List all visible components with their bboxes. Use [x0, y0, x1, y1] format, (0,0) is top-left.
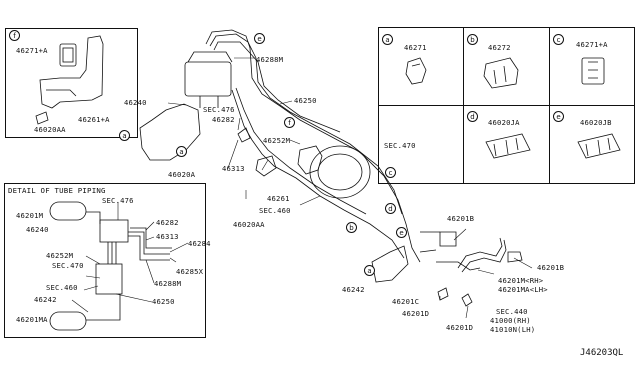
- detail-46288m: 46288M: [154, 279, 182, 288]
- legend-part-46271-a: 46271+A: [576, 40, 608, 49]
- legend-callout-e: e: [553, 111, 564, 122]
- label-46201ma-lh: 46201MA<LH>: [498, 285, 548, 294]
- callout-c-main: c: [385, 167, 396, 178]
- label-46020a: 46020A: [168, 170, 196, 179]
- label-46242: 46242: [342, 285, 365, 294]
- legend-part-46020jb: 46020JB: [580, 118, 612, 127]
- detail-title: DETAIL OF TUBE PIPING: [8, 186, 106, 195]
- detail-46285x: 46285X: [176, 267, 204, 276]
- label-46201m-rh: 46201M<RH>: [498, 276, 544, 285]
- detail-piping-art: [49, 201, 172, 331]
- legend-cell-e: [549, 105, 635, 184]
- label-46020aa-inset: 46020AA: [34, 125, 66, 134]
- detail-46284: 46284: [188, 239, 211, 248]
- callout-e-main: e: [254, 33, 265, 44]
- detail-46201m: 46201M: [16, 211, 44, 220]
- label-46252m: 46252M: [263, 136, 291, 145]
- detail-46313: 46313: [156, 232, 179, 241]
- label-46250: 46250: [294, 96, 317, 105]
- detail-sec460: SEC.460: [46, 283, 78, 292]
- legend-part-46272: 46272: [488, 43, 511, 52]
- label-46020aa: 46020AA: [233, 220, 265, 229]
- detail-46240: 46240: [26, 225, 49, 234]
- label-46288m: 46288M: [256, 55, 284, 64]
- legend-callout-c: c: [553, 34, 564, 45]
- callout-f-inset: f: [9, 30, 20, 41]
- label-46282: 46282: [212, 115, 235, 124]
- detail-46282: 46282: [156, 218, 179, 227]
- legend-part-46020ja: 46020JA: [488, 118, 520, 127]
- diagram-code: J46203QL: [580, 348, 624, 358]
- leader-lines: [71, 57, 533, 319]
- label-46201d-left: 46201D: [402, 309, 430, 318]
- label-41000-rh: 41000(RH): [490, 316, 531, 325]
- legend-callout-a: a: [382, 34, 393, 45]
- label-46201b-right: 46201B: [537, 263, 565, 272]
- label-46201c: 46201C: [392, 297, 420, 306]
- label-46240: 46240: [124, 98, 147, 107]
- legend-parts-art: [405, 57, 621, 159]
- callout-a-bottom: a: [364, 265, 375, 276]
- legend-callout-b: b: [467, 34, 478, 45]
- inset-f-bracket-art: [35, 35, 104, 125]
- label-46313: 46313: [222, 164, 245, 173]
- detail-46201ma: 46201MA: [16, 315, 48, 324]
- inset-f-box: [5, 28, 138, 138]
- legend-part-46271: 46271: [404, 43, 427, 52]
- label-sec440: SEC.440: [496, 307, 528, 316]
- label-46201b-upper: 46201B: [447, 214, 475, 223]
- label-46201d-bottom: 46201D: [446, 323, 474, 332]
- detail-sec476: SEC.476: [102, 196, 134, 205]
- legend-callout-d: d: [467, 111, 478, 122]
- label-46261: 46261: [267, 194, 290, 203]
- callout-b-main: b: [346, 222, 357, 233]
- detail-sec470: SEC.470: [52, 261, 84, 270]
- label-46271-a-inset: 46271+A: [16, 46, 48, 55]
- callout-d-main: d: [385, 203, 396, 214]
- label-46261-a: 46261+A: [78, 115, 110, 124]
- callout-e-lower: e: [396, 227, 407, 238]
- callout-a-main: a: [119, 130, 130, 141]
- detail-box: [4, 183, 206, 338]
- label-sec476: SEC.476: [203, 105, 235, 114]
- callout-f-main: f: [284, 117, 295, 128]
- detail-46250: 46250: [152, 297, 175, 306]
- label-sec470: SEC.470: [384, 141, 416, 150]
- callout-a-lower: a: [176, 146, 187, 157]
- detail-46252m: 46252M: [46, 251, 74, 260]
- label-41010n-lh: 41010N(LH): [490, 325, 536, 334]
- detail-46242: 46242: [34, 295, 57, 304]
- label-sec460: SEC.460: [259, 206, 291, 215]
